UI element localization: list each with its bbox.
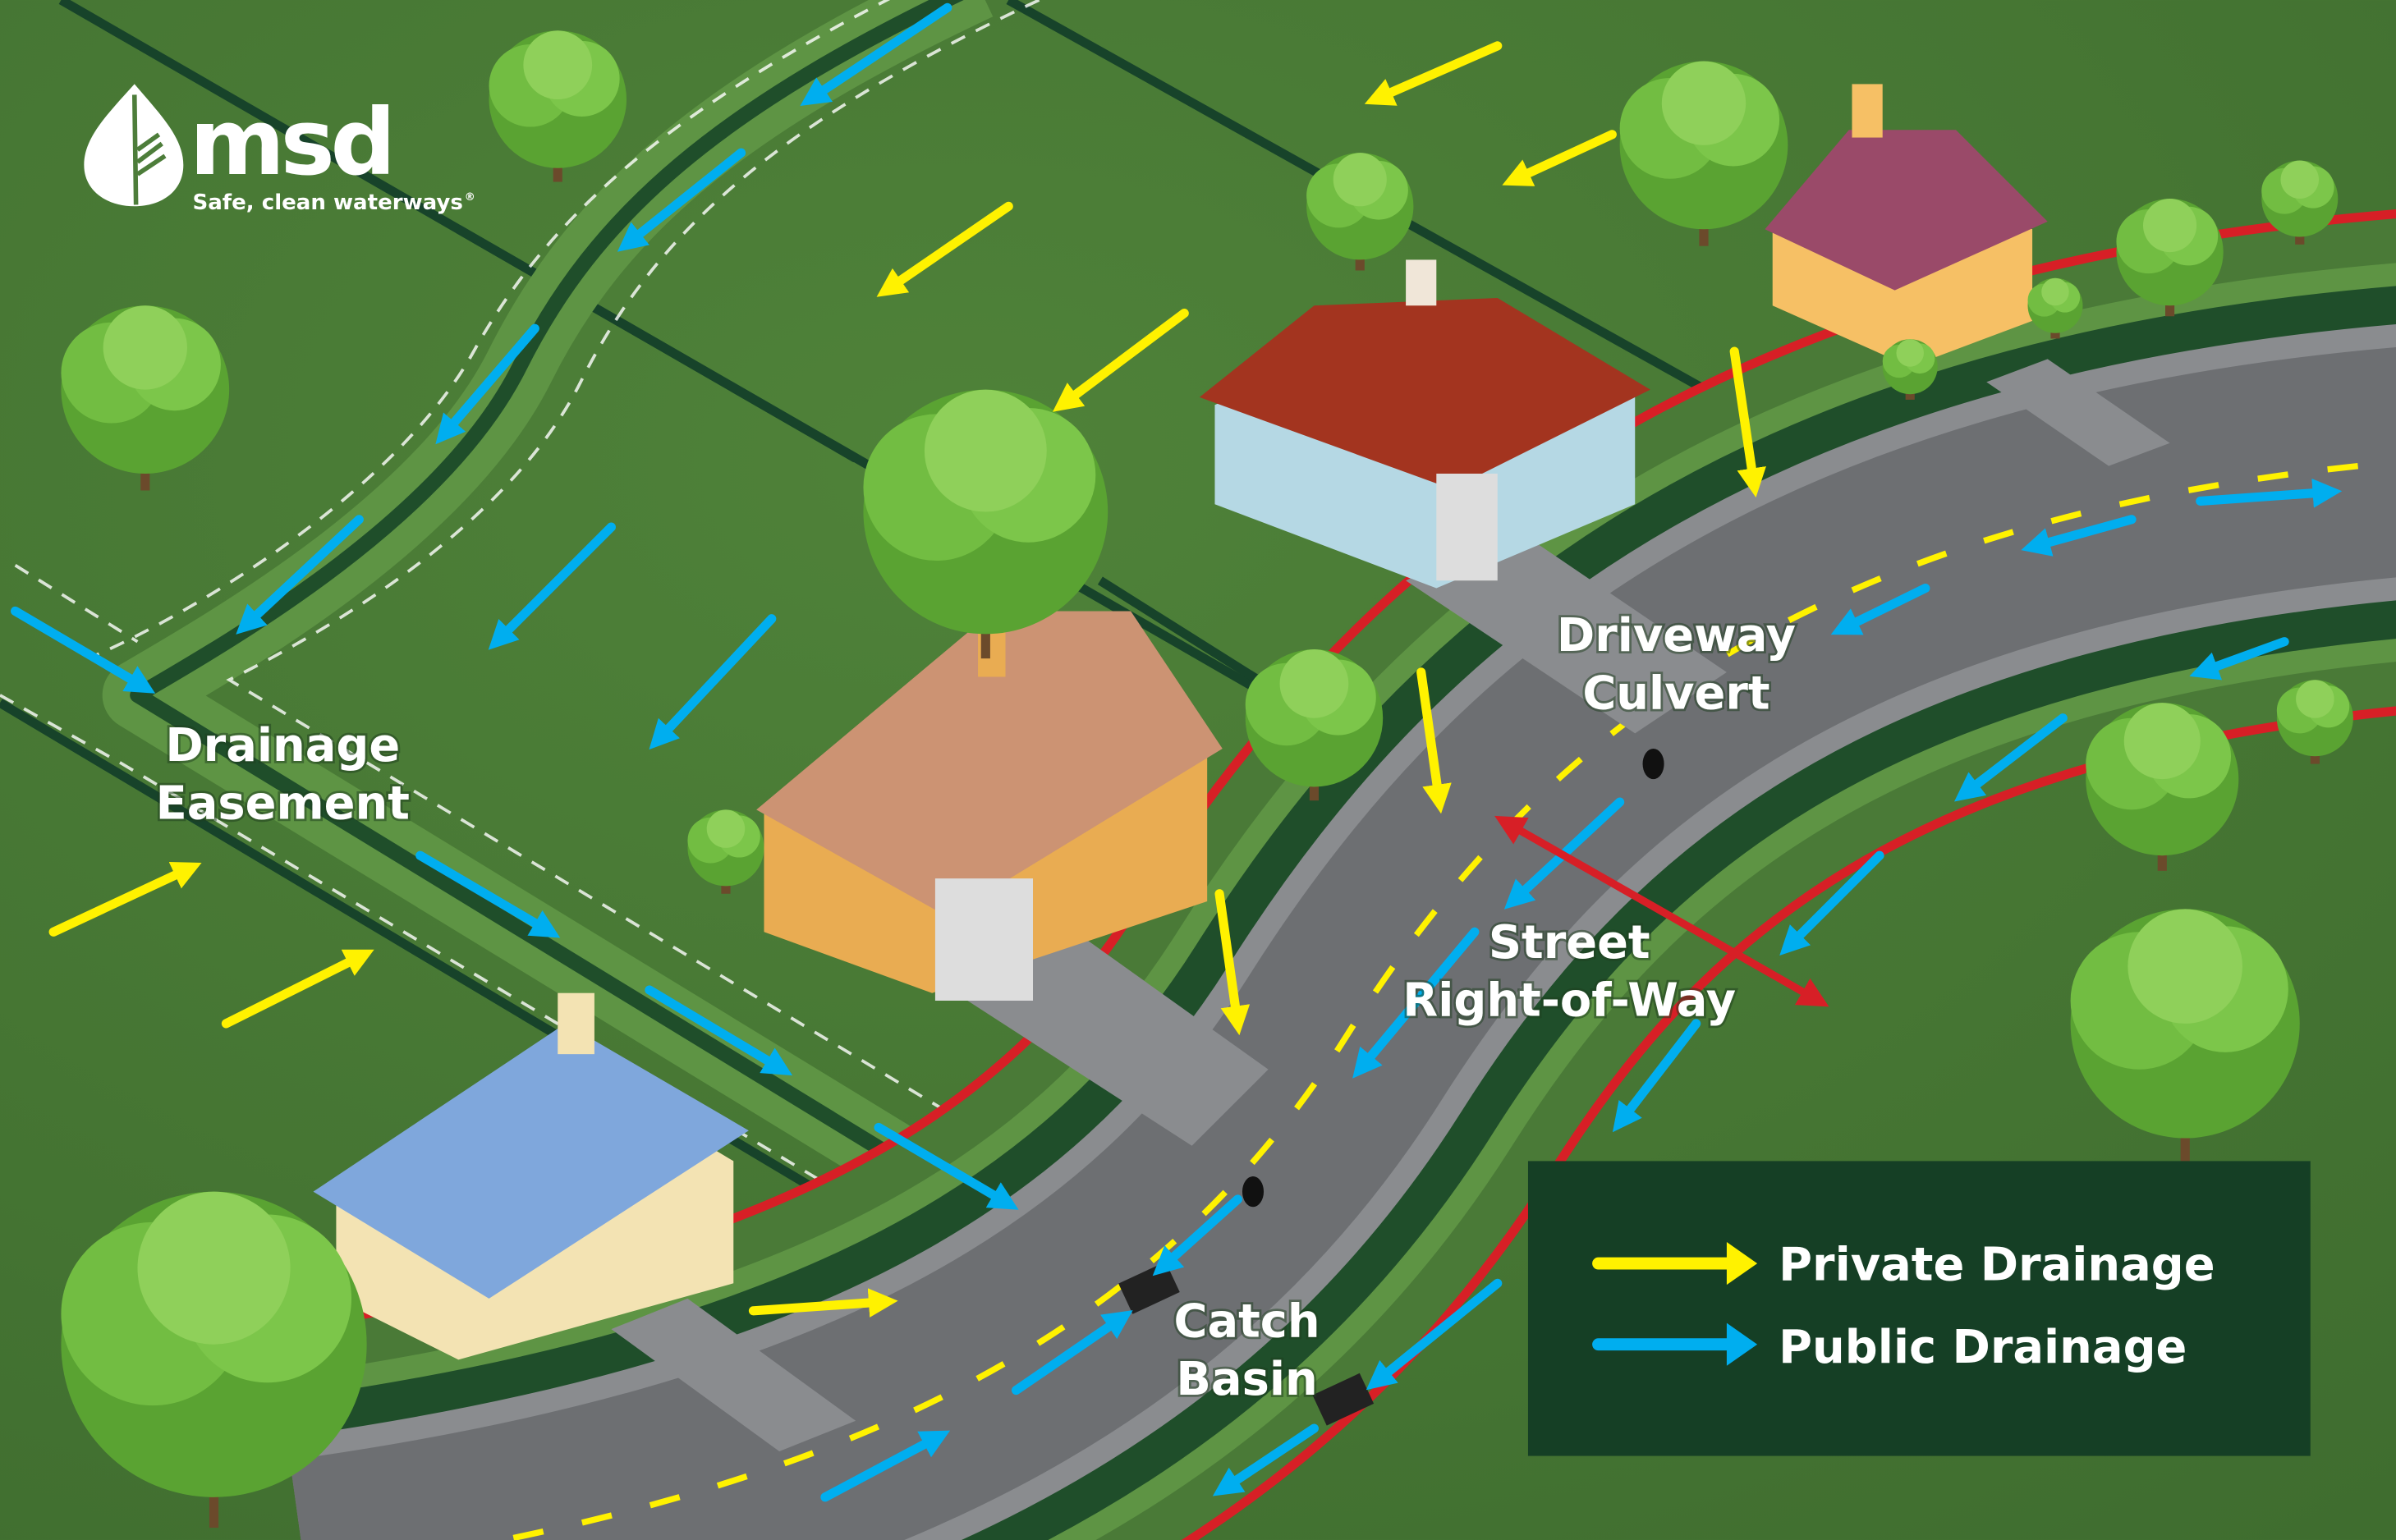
tree-icon <box>1619 61 1788 246</box>
tree-icon <box>489 30 627 182</box>
logo-tagline: Safe, clean waterways <box>192 190 462 215</box>
blue-arrow-icon <box>1726 1322 1758 1366</box>
legend: Private Drainage Public Drainage <box>1527 1161 2311 1456</box>
legend-label-private: Private Drainage <box>1779 1239 2215 1292</box>
tree-icon <box>2070 909 2300 1162</box>
legend-item-public-drainage: Public Drainage <box>1592 1321 2187 1374</box>
tree-icon <box>1245 649 1384 801</box>
tree-icon <box>2276 680 2353 764</box>
street <box>270 209 2396 1540</box>
tree-icon <box>687 809 764 894</box>
tree-icon <box>1306 153 1414 271</box>
logo-tagline-line: Safe, clean waterways® <box>192 190 475 215</box>
tree-icon <box>2086 703 2239 871</box>
legend-panel <box>1527 1161 2311 1456</box>
public-drainage-arrows <box>11 2 2343 1502</box>
house-purple-roof <box>1765 84 2048 367</box>
house-teal <box>1199 259 1650 589</box>
legend-item-private-drainage: Private Drainage <box>1592 1239 2215 1292</box>
private-drainage-arrows <box>48 41 1766 1318</box>
yellow-arrow-icon <box>1726 1242 1758 1286</box>
tree-icon <box>61 305 230 491</box>
right-of-way-dimension-arrow <box>1494 815 1829 1007</box>
logo-brand: msd <box>190 89 392 196</box>
tree-icon <box>2116 198 2224 317</box>
trees <box>61 30 2353 1529</box>
tree-icon <box>2027 277 2083 339</box>
tree-icon <box>61 1191 367 1529</box>
houses <box>313 84 2048 1360</box>
house-orange <box>756 611 1223 1001</box>
tree-icon <box>2261 160 2339 245</box>
tree-icon <box>863 389 1108 659</box>
house-blue-roof <box>313 992 749 1360</box>
msd-logo: msd Safe, clean waterways® <box>84 84 475 215</box>
tree-icon <box>1882 339 1938 400</box>
logo-registered-mark: ® <box>465 191 475 204</box>
legend-label-public: Public Drainage <box>1779 1321 2187 1374</box>
